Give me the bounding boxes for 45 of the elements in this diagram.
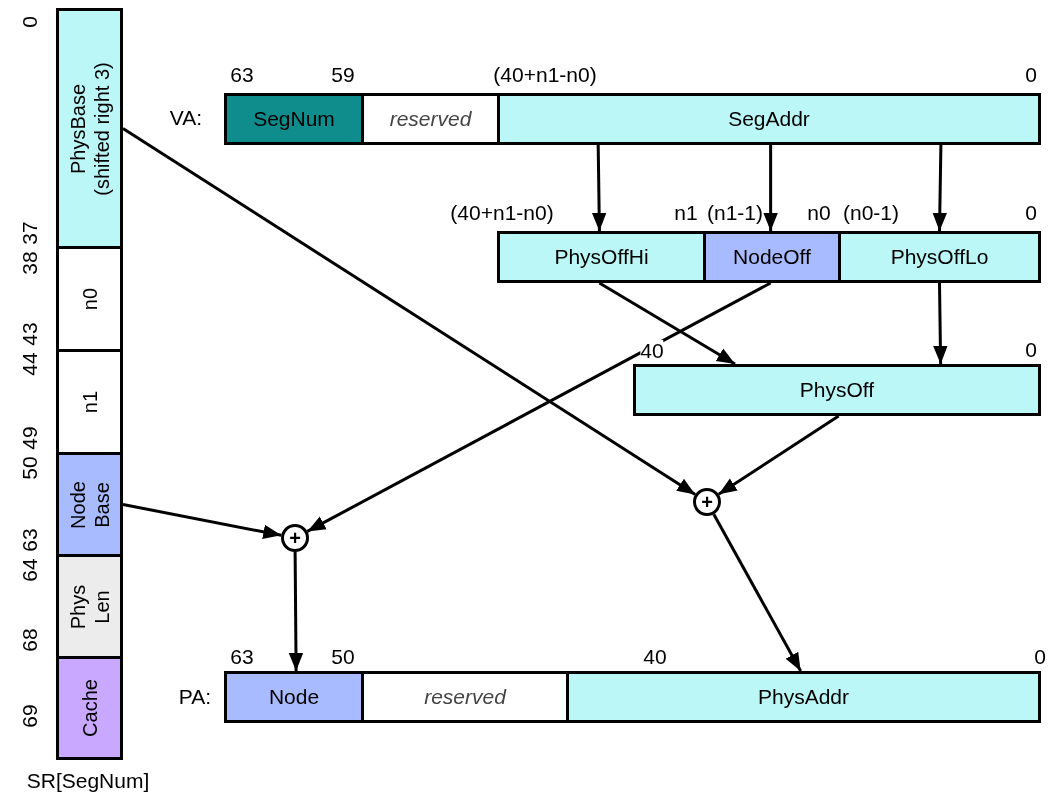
field-label: PhysBase (shifted right 3) (65, 60, 114, 198)
field-label: SegAddr (728, 106, 810, 133)
bit-field (703, 231, 841, 283)
arrow (933, 282, 948, 365)
bit-field (56, 554, 123, 659)
bit-field (56, 349, 123, 455)
bit-field (838, 231, 1041, 283)
bit-field (224, 93, 364, 145)
field-label: PhysAddr (757, 684, 849, 711)
arrow (598, 281, 736, 366)
field-label: SegNum (253, 106, 335, 133)
field-label: PhysOffLo (890, 244, 989, 271)
bit-field (497, 93, 1041, 145)
arrow (122, 503, 282, 539)
bit-field (56, 8, 123, 249)
field-label: reserved (424, 684, 506, 711)
field-label: reserved (389, 106, 472, 133)
bit-label: (n0-1) (843, 202, 899, 224)
arrow (932, 144, 947, 232)
field-label: Node Base (65, 479, 114, 531)
plus-sign: + (701, 492, 713, 512)
bit-field (56, 246, 123, 352)
bit-field (56, 656, 123, 760)
field-label: PhysOff (799, 377, 875, 404)
bit-field (361, 671, 569, 723)
bit-label: (40+n1-n0) (450, 202, 554, 224)
field-label: n1 (77, 389, 102, 416)
bit-field (497, 231, 706, 283)
field-label: PhysOffHi (554, 244, 649, 271)
bit-field (361, 93, 500, 145)
field-label: Node (268, 684, 320, 711)
field-label: n0 (77, 286, 102, 313)
plus-sign: + (289, 528, 301, 548)
bit-field (633, 364, 1041, 416)
bit-field (56, 452, 123, 557)
arrow (288, 552, 304, 671)
field-label: NodeOff (733, 244, 811, 271)
arrow (763, 145, 778, 231)
bit-label: (n1-1) (707, 202, 763, 224)
bit-field (566, 671, 1041, 723)
bit-label: SR[SegNum] (26, 770, 150, 792)
field-label: Phys Len (65, 583, 114, 631)
arrow (591, 144, 607, 232)
bit-label: (40+n1-n0) (493, 64, 597, 86)
field-label: Cache (77, 678, 102, 739)
